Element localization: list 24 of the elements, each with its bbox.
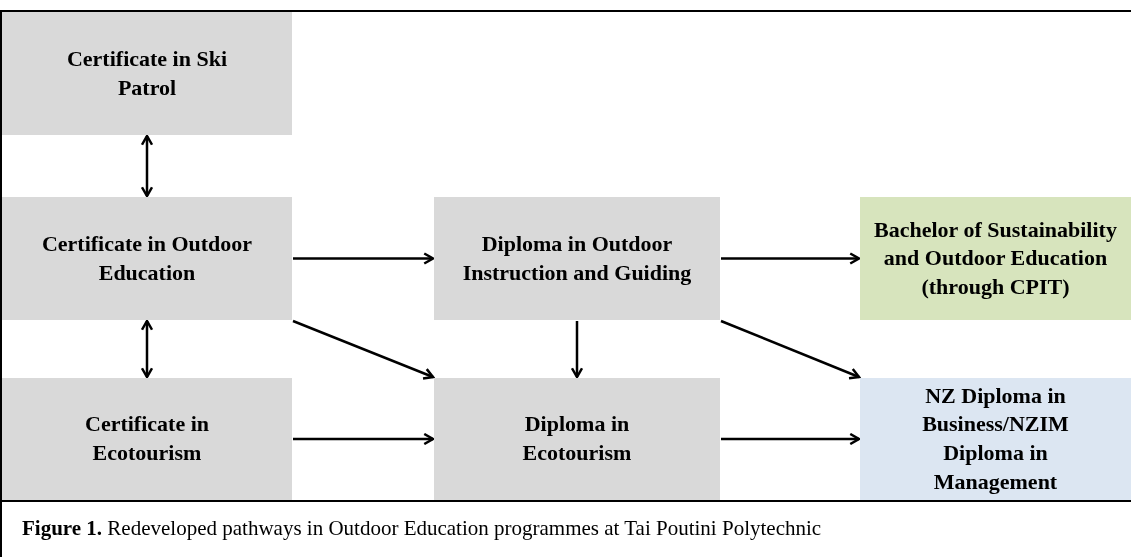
figure-caption: Figure 1. Redeveloped pathways in Outdoor Education programmes at Tai Poutini Polytechnic [22, 516, 822, 541]
programme-name: Certificate in Ecotourism [84, 410, 210, 467]
arrow [293, 432, 435, 446]
programme-box [2, 378, 292, 500]
programme-box [860, 197, 1131, 320]
arrow [293, 252, 435, 265]
programme-name: Certificate in Ski Patrol [65, 44, 229, 102]
arrow [721, 432, 861, 446]
programme-name: Certificate in Outdoor Education [40, 229, 254, 287]
programme-box [2, 12, 292, 135]
arrow [720, 319, 861, 380]
programme-box [2, 197, 292, 320]
programme-name: Diploma in Outdoor Instruction and Guiding [461, 229, 693, 287]
arrow [570, 321, 584, 379]
arrow [721, 252, 861, 265]
programme-box [434, 378, 720, 500]
programme-box [434, 197, 720, 320]
arrow [140, 319, 154, 379]
programme-name: NZ Diploma in Business/NZIM Diploma in Management [921, 381, 1070, 496]
programme-name: Diploma in Ecotourism [521, 410, 633, 467]
programme-name: Bachelor of Sustainability and Outdoor Education (through CPIT) [873, 215, 1118, 301]
arrow [140, 134, 154, 198]
arrow [292, 319, 435, 380]
programme-box [860, 378, 1131, 500]
